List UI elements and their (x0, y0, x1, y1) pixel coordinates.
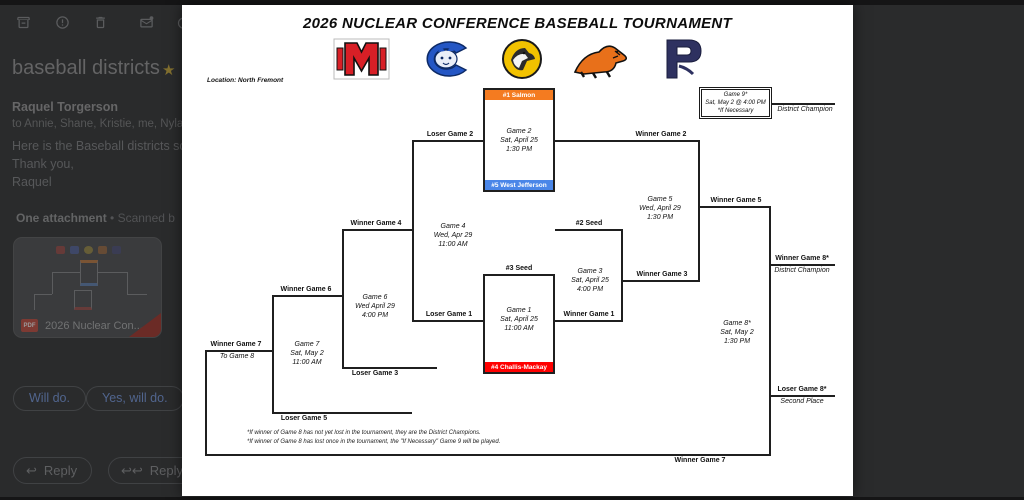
smart-reply-chip-2[interactable]: Yes, will do. (86, 386, 184, 411)
reply-arrow-icon: ↩ (26, 463, 37, 478)
husky-medallion-logo (501, 39, 542, 79)
line-v-game7 (272, 295, 274, 414)
loser-game5-label: Loser Game 5 (280, 415, 328, 422)
attachment-count: One attachment (16, 211, 107, 225)
attachment-card[interactable]: PDF 2026 Nuclear Con... (13, 237, 162, 338)
body-line-3: Raquel (12, 175, 52, 189)
attachment-header: One attachment • Scanned b (16, 211, 175, 225)
body-line-1: Here is the Baseball districts sched (12, 139, 207, 153)
wildcat-c-logo (425, 41, 467, 77)
sender-name: Raquel Torgerson (12, 100, 119, 114)
madison-m-logo (333, 38, 389, 80)
footnote-1: *If winner of Game 8 has not yet lost in… (247, 430, 481, 436)
game2-box: #1 Salmon Game 2 Sat, April 25 1:30 PM #… (483, 88, 555, 192)
line-seed2 (555, 229, 623, 231)
loser-game8-label: Loser Game 8* (777, 386, 827, 393)
footnote-2: *If winner of Game 8 has lost once in th… (247, 439, 501, 445)
line-game9-champion (771, 103, 835, 105)
body-line-2: Thank you, (12, 157, 74, 171)
scanned-by-text: Scanned b (117, 211, 175, 225)
seed5-bar: #5 West Jefferson (485, 180, 553, 190)
report-spam-icon[interactable] (55, 15, 70, 30)
grizzly-bear-logo (573, 45, 627, 79)
line-loser-game5 (272, 412, 412, 414)
recipients-line[interactable]: to Annie, Shane, Kristie, me, Nyla ▼ (12, 118, 194, 130)
recipients-text: to Annie, Shane, Kristie, me, Nyla (12, 118, 184, 130)
bottom-strip (0, 497, 1024, 500)
line-v-game6 (342, 229, 344, 369)
winner-game5-label: Winner Game 5 (710, 197, 762, 204)
attachment-preview-page: 2026 NUCLEAR CONFERENCE BASEBALL TOURNAM… (182, 5, 853, 496)
dot-separator: • (110, 211, 115, 225)
loser-game3-label: Loser Game 3 (351, 370, 399, 377)
loser-game2-label: Loser Game 2 (426, 131, 474, 138)
game2-info: Game 2 Sat, April 25 1:30 PM (500, 127, 538, 153)
line-v-game5 (698, 140, 700, 282)
team-logos-row (333, 38, 703, 80)
line-v-game4 (412, 140, 414, 322)
attachment-thumbnail (14, 238, 161, 316)
panther-p-logo (666, 39, 702, 79)
email-subject: baseball districts (12, 57, 160, 79)
game8-info: Game 8* Sat, May 2 1:30 PM (720, 320, 754, 345)
winner-game4-label: Winner Game 4 (350, 220, 402, 227)
location-label: Location: North Fremont (207, 77, 284, 84)
bracket-title: 2026 NUCLEAR CONFERENCE BASEBALL TOURNAM… (302, 15, 733, 32)
to-game8-label: To Game 8 (219, 353, 255, 360)
game5-info: Game 5 Wed, April 29 1:30 PM (639, 196, 681, 221)
seed3-label: #3 Seed (505, 265, 533, 272)
line-winner-game3 (621, 280, 700, 282)
pdf-icon: PDF (21, 319, 38, 332)
winner-game8-label: Winner Game 8* (775, 255, 829, 262)
game3-info: Game 3 Sat, April 25 4:00 PM (571, 268, 609, 293)
smart-reply-chip-1[interactable]: Will do. (13, 386, 86, 411)
line-winner-game2 (555, 140, 700, 142)
line-winner-game7 (205, 350, 272, 352)
line-v-game8 (769, 206, 771, 456)
star-icon[interactable]: ★ (162, 62, 176, 79)
seed2-label: #2 Seed (575, 220, 603, 227)
district-champion-label: District Champion (774, 267, 830, 274)
attachment-filename: 2026 Nuclear Con... (45, 319, 143, 332)
line-loser-game1 (412, 320, 483, 322)
line-winner-game5 (698, 206, 771, 208)
winner-game7-bottom-label: Winner Game 7 (674, 457, 726, 464)
line-loser-game8 (769, 395, 835, 397)
line-v-game3 (621, 229, 623, 322)
line-v-game7-feed (205, 350, 207, 456)
line-winner-game6 (272, 295, 342, 297)
winner-game7-label: Winner Game 7 (210, 341, 262, 348)
game1-info: Game 1 Sat, April 25 11:00 AM (500, 306, 538, 332)
line-winner-game1 (555, 320, 623, 322)
second-place-label: Second Place (780, 398, 824, 405)
game1-box: Game 1 Sat, April 25 11:00 AM #4 Challis… (483, 274, 555, 374)
top-strip (0, 0, 1024, 5)
line-loser-game3 (342, 367, 437, 369)
line-loser-game2 (412, 140, 483, 142)
winner-game6-label: Winner Game 6 (280, 286, 332, 293)
attachment-caption: PDF 2026 Nuclear Con... (14, 314, 161, 337)
winner-game3-label: Winner Game 3 (636, 271, 688, 278)
winner-game1-label: Winner Game 1 (563, 311, 615, 318)
game9-box: Game 9* Sat, May 2 @ 4:00 PM *If Necessa… (699, 87, 772, 119)
game4-info: Game 4 Wed, Apr 29 11:00 AM (433, 223, 473, 248)
archive-icon[interactable] (16, 15, 31, 30)
district-champion-g9-label: District Champion (777, 106, 833, 113)
line-winner-game8 (769, 264, 835, 266)
seed4-bar: #4 Challis-Mackay (485, 362, 553, 372)
seed1-bar: #1 Salmon (485, 90, 553, 100)
reply-all-arrow-icon: ↩↩ (121, 463, 143, 478)
loser-game1-label: Loser Game 1 (425, 311, 473, 318)
game7-info: Game 7 Sat, May 2 11:00 AM (290, 341, 324, 366)
reply-button[interactable]: ↩Reply (13, 457, 93, 484)
delete-icon[interactable] (93, 15, 108, 30)
line-winner-game4 (342, 229, 412, 231)
line-winner-game7-bottom (205, 454, 771, 456)
thumbnail-corner-fold (129, 313, 161, 337)
winner-game2-label: Winner Game 2 (635, 131, 687, 138)
mark-unread-icon[interactable] (138, 15, 155, 30)
game6-info: Game 6 Wed April 29 4:00 PM (355, 294, 395, 319)
